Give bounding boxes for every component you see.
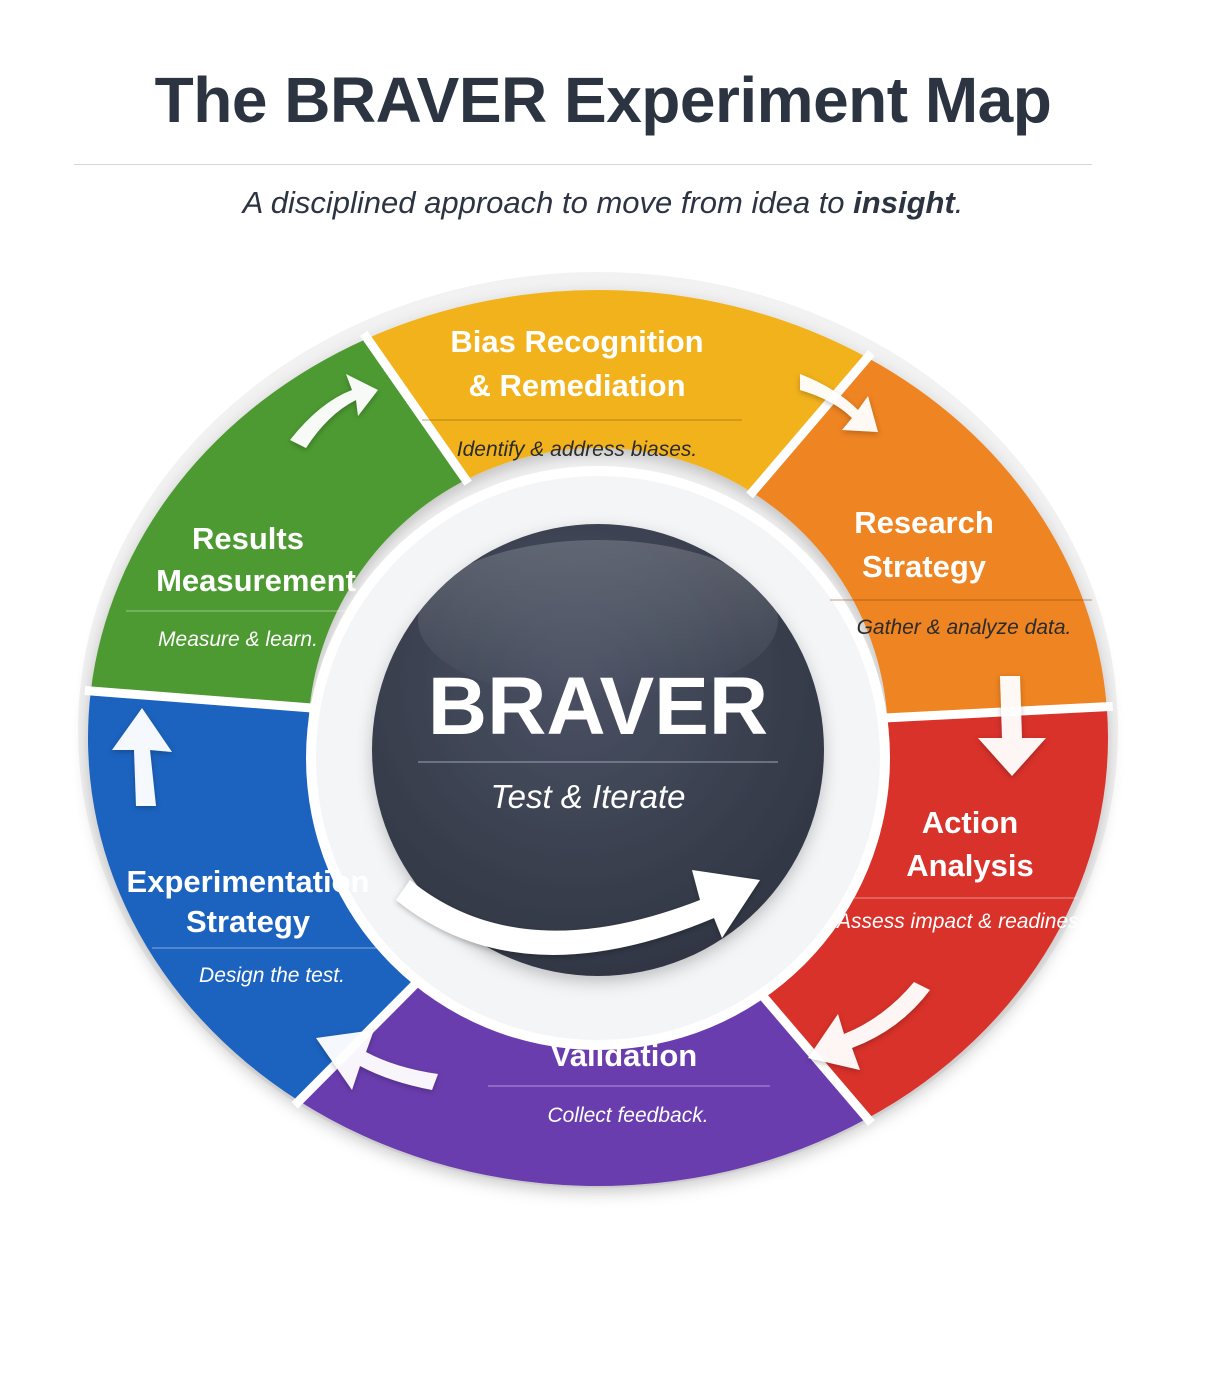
action-title-line-1: Action bbox=[922, 805, 1018, 840]
experimentation-title-line-1: Experimentation bbox=[127, 864, 370, 899]
arrow-experimentation-to-results-icon bbox=[112, 708, 172, 806]
arrow-validation-to-experimentation-icon bbox=[316, 1030, 438, 1090]
segment-separator-bias bbox=[360, 330, 472, 486]
segment-validation bbox=[298, 972, 869, 1186]
page-title: The BRAVER Experiment Map bbox=[154, 64, 1052, 136]
segment-separator-results bbox=[84, 686, 314, 713]
page-subtitle: A disciplined approach to move from idea… bbox=[0, 184, 1206, 221]
bias-title-line-1: Bias Recognition bbox=[450, 324, 703, 359]
segment-research-strategy bbox=[751, 358, 1107, 718]
flow-arrows bbox=[112, 374, 1046, 1090]
arrow-bias-to-research-icon bbox=[800, 374, 878, 432]
results-title-line-2: Measurement bbox=[156, 563, 356, 598]
subtitle-end: . bbox=[954, 185, 964, 220]
research-title-line-2: Strategy bbox=[862, 549, 987, 584]
results-description: Measure & learn. bbox=[158, 628, 318, 651]
arrow-results-to-bias-icon bbox=[290, 374, 378, 448]
label-group-research: Research Strategy Gather & analyze data. bbox=[830, 505, 1092, 639]
experimentation-description: Design the test. bbox=[199, 964, 345, 987]
segment-separator-action bbox=[883, 701, 1113, 723]
label-group-bias: Bias Recognition & Remediation Identify … bbox=[422, 324, 742, 461]
arrow-action-to-validation-icon bbox=[808, 982, 930, 1070]
segment-bias-recognition bbox=[366, 290, 869, 493]
segment-experimentation-strategy bbox=[87, 691, 428, 1101]
center-subtitle: Test & Iterate bbox=[490, 778, 685, 815]
subtitle-lead: A disciplined approach to move from idea… bbox=[242, 185, 854, 220]
label-group-action: Action Analysis Assess impact & readines… bbox=[835, 805, 1095, 933]
title-divider bbox=[74, 164, 1092, 165]
subtitle-emphasis: insight bbox=[853, 185, 955, 220]
segment-separator-research bbox=[746, 350, 875, 499]
center-shine bbox=[418, 540, 778, 700]
bias-description: Identify & address biases. bbox=[457, 438, 697, 461]
label-group-results: Results Measurement Measure & learn. bbox=[126, 521, 356, 651]
bias-title-line-2: & Remediation bbox=[468, 368, 685, 403]
center-curved-arrow-icon bbox=[396, 870, 760, 955]
segment-action-analysis bbox=[751, 706, 1109, 1118]
center-title: BRAVER bbox=[428, 661, 768, 752]
research-title-line-1: Research bbox=[854, 505, 994, 540]
research-description: Gather & analyze data. bbox=[857, 616, 1072, 639]
action-description: Assess impact & readiness. bbox=[835, 910, 1095, 933]
segment-separator-validation bbox=[746, 977, 875, 1126]
validation-title: Validation bbox=[551, 1038, 697, 1073]
segment-results-measurement bbox=[90, 338, 467, 708]
arrow-research-to-action-icon bbox=[978, 676, 1046, 776]
validation-description: Collect feedback. bbox=[547, 1104, 708, 1127]
label-group-experimentation: Experimentation Strategy Design the test… bbox=[127, 864, 396, 987]
action-title-line-2: Analysis bbox=[906, 848, 1034, 883]
experimentation-title-line-2: Strategy bbox=[186, 904, 311, 939]
results-title-line-1: Results bbox=[192, 521, 304, 556]
cycle-ring bbox=[87, 290, 1109, 1186]
label-group-validation: Validation Collect feedback. bbox=[488, 1038, 770, 1127]
